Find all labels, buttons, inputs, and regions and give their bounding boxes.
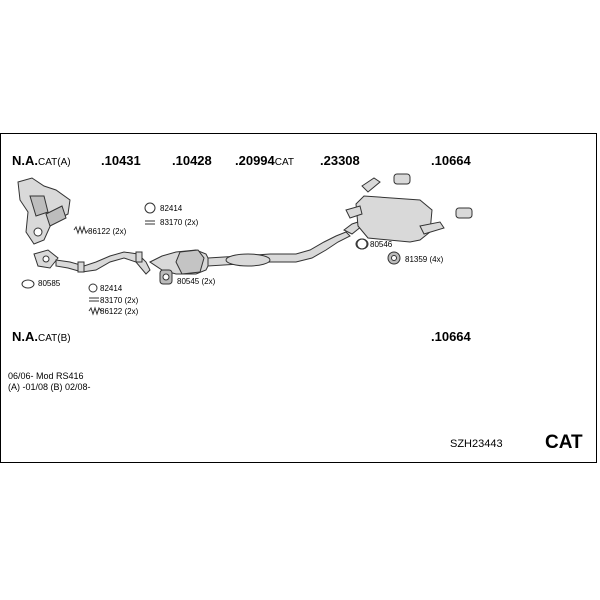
label-83170-top: 83170 (2x) bbox=[160, 218, 199, 227]
label-82414-bottom: 82414 bbox=[100, 284, 123, 293]
middle-silencer bbox=[225, 253, 271, 267]
pipe-clamp bbox=[77, 261, 85, 273]
tail-pipe-pieces bbox=[393, 173, 473, 219]
rear-muffler bbox=[345, 177, 445, 243]
spring-icon bbox=[88, 306, 102, 316]
gasket-ring-icon bbox=[21, 279, 35, 289]
part-number-23308: .23308 bbox=[320, 153, 360, 168]
rubber-mount bbox=[387, 251, 401, 265]
part-number-20994: .20994CAT bbox=[235, 153, 295, 168]
rubber-mount bbox=[159, 269, 173, 285]
exhaust-manifold bbox=[17, 177, 71, 245]
label-81359: 81359 (4x) bbox=[405, 255, 444, 264]
notes-line-2: (A) -01/08 (B) 02/08- bbox=[8, 382, 91, 392]
group-b-part-10664: .10664 bbox=[431, 329, 471, 344]
gasket-ring-icon bbox=[356, 238, 368, 250]
spring-icon bbox=[73, 225, 89, 235]
catalyst-type: CAT bbox=[545, 432, 583, 453]
diagram-code: SZH23443 bbox=[450, 438, 503, 450]
label-83170-bottom: 83170 (2x) bbox=[100, 296, 139, 305]
pipe-clamp bbox=[135, 251, 143, 263]
notes-line-1: 06/06- Mod RS416 bbox=[8, 371, 84, 381]
catalytic-converter bbox=[149, 249, 211, 275]
bolt-icon bbox=[89, 297, 99, 302]
diagram-frame bbox=[0, 133, 597, 463]
group-b-label: N.A.CAT(B) bbox=[12, 329, 71, 344]
gasket-ring-icon bbox=[144, 202, 156, 214]
front-pipe-flange bbox=[33, 249, 59, 269]
group-a-label: N.A.CAT(A) bbox=[12, 153, 71, 168]
label-80545: 80545 (2x) bbox=[177, 277, 216, 286]
bolt-icon bbox=[145, 220, 155, 225]
label-80585: 80585 bbox=[38, 279, 61, 288]
label-80546: 80546 bbox=[370, 240, 393, 249]
gasket-ring-icon bbox=[88, 283, 98, 293]
part-number-10664: .10664 bbox=[431, 153, 471, 168]
label-86122-bottom: 86122 (2x) bbox=[100, 307, 139, 316]
label-82414-top: 82414 bbox=[160, 204, 183, 213]
label-86122-top: 86122 (2x) bbox=[88, 227, 127, 236]
part-number-10431: .10431 bbox=[101, 153, 141, 168]
part-number-10428: .10428 bbox=[172, 153, 212, 168]
